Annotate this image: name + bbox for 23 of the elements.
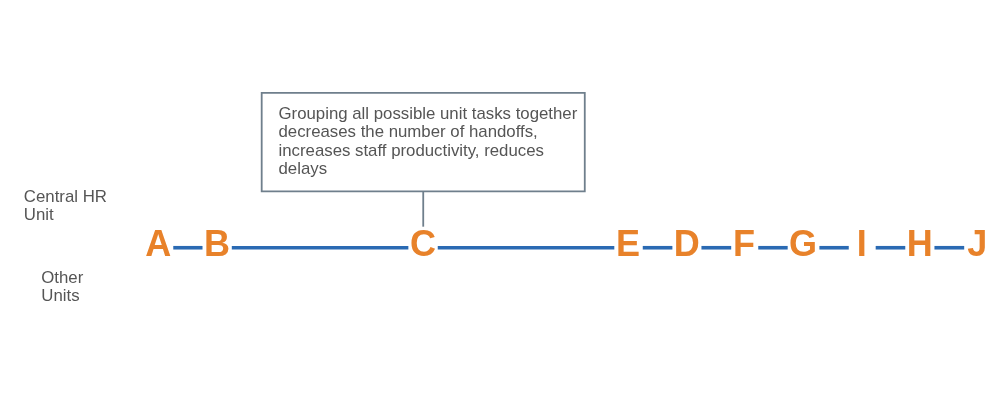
node-text: E — [616, 222, 641, 264]
node-text: B — [204, 222, 231, 264]
node-text: I — [856, 222, 867, 264]
node-text: H — [906, 222, 933, 264]
connector — [934, 245, 965, 250]
connector — [642, 245, 673, 250]
connector — [231, 245, 409, 250]
connector — [437, 245, 615, 250]
node-text: C — [410, 222, 437, 264]
node-box: Grouping all possible unit tasks together decreases the number of handoffs, increases staff productivity, reduces delays — [260, 91, 586, 192]
connector — [875, 245, 906, 250]
connector — [173, 245, 203, 250]
node-text: A — [145, 222, 172, 264]
node-text: J — [967, 222, 988, 264]
node-text: D — [673, 222, 700, 264]
connector — [819, 245, 849, 250]
label: Other Units — [41, 267, 84, 305]
connector — [758, 245, 788, 250]
connector — [422, 189, 425, 228]
node-text: G — [788, 222, 817, 264]
node-text: F — [733, 222, 756, 264]
label: Central HR Unit — [23, 186, 107, 224]
connector — [701, 245, 732, 250]
